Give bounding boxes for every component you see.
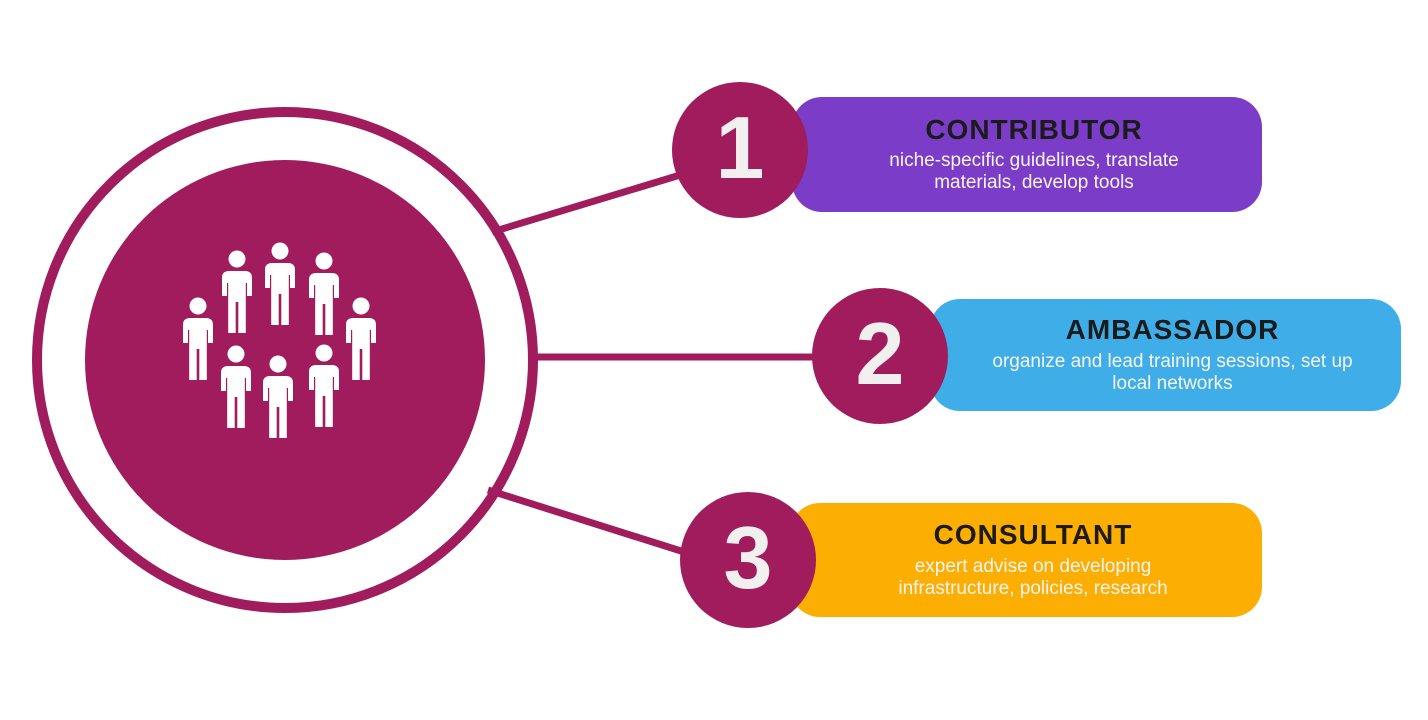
number-badge-2: 2 — [812, 288, 948, 424]
role-title: AMBASSADOR — [1065, 314, 1280, 346]
badge-number: 2 — [855, 304, 905, 403]
badge-number: 1 — [715, 98, 765, 197]
connector-line-1 — [490, 165, 702, 236]
number-badge-1: 1 — [672, 82, 808, 218]
role-card-contributor: CONTRIBUTOR niche-specific guidelines, t… — [792, 97, 1262, 212]
center-outer-ring — [32, 107, 538, 613]
badge-number: 3 — [723, 508, 773, 607]
connector-line-3 — [486, 486, 702, 561]
number-badge-3: 3 — [680, 492, 816, 628]
role-title: CONTRIBUTOR — [925, 113, 1143, 145]
role-card-consultant: CONSULTANT expert advise on developing i… — [790, 503, 1262, 617]
role-description: niche-specific guidelines, translate mat… — [889, 150, 1179, 194]
role-title: CONSULTANT — [933, 519, 1133, 551]
role-card-ambassador: AMBASSADOR organize and lead training se… — [930, 299, 1401, 411]
role-description: expert advise on developing infrastructu… — [898, 555, 1168, 599]
role-description: organize and lead training sessions, set… — [992, 350, 1353, 394]
